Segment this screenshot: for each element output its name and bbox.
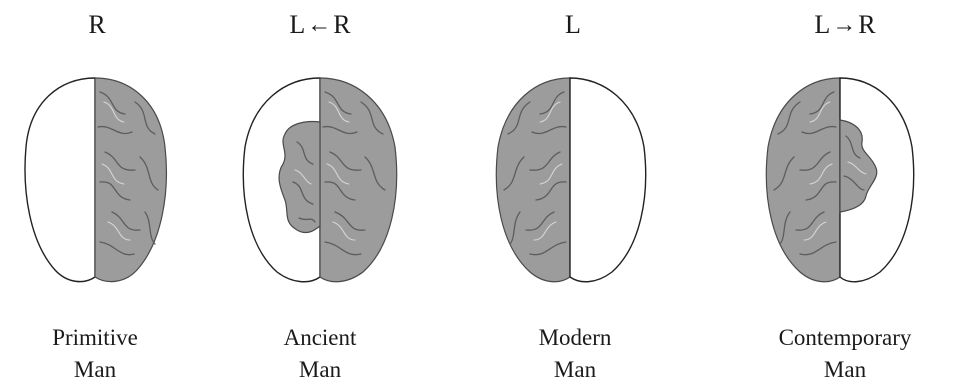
caption-line-1: Modern xyxy=(480,322,670,354)
caption-line-2: Man xyxy=(480,354,670,386)
brain-diagram-modern xyxy=(480,72,670,292)
right-hemisphere-outline xyxy=(570,78,646,282)
right-arrow-icon: → xyxy=(832,13,856,37)
brain-diagram-contemporary xyxy=(740,72,950,292)
label-right: R xyxy=(88,10,105,40)
label-left: L xyxy=(565,10,581,40)
caption-line-1: Primitive xyxy=(0,322,190,354)
left-hemisphere-cortex xyxy=(496,78,570,282)
brain-diagram-ancient xyxy=(215,72,425,292)
caption: Primitive Man xyxy=(0,322,190,386)
caption-line-2: Man xyxy=(0,354,190,386)
left-arrow-icon: ← xyxy=(307,13,331,37)
hemisphere-label: R xyxy=(0,10,190,40)
hemisphere-label: L xyxy=(480,10,670,40)
label-right: R xyxy=(858,10,875,40)
caption: Ancient Man xyxy=(215,322,425,386)
panel-ancient-man: L ← R Ancient Man xyxy=(215,0,425,388)
left-hemisphere-cortex xyxy=(766,78,840,282)
caption-line-1: Ancient xyxy=(215,322,425,354)
right-hemisphere-cortex xyxy=(95,78,166,282)
label-left: L xyxy=(814,10,830,40)
caption-line-2: Man xyxy=(740,354,950,386)
panel-modern-man: L Modern Man xyxy=(480,0,670,388)
left-hemisphere-outline xyxy=(25,78,95,282)
label-left: L xyxy=(289,10,305,40)
panel-contemporary-man: L → R Contemporary Man xyxy=(740,0,950,388)
hemisphere-label: L ← R xyxy=(215,10,425,40)
label-right: R xyxy=(333,10,350,40)
hemisphere-label: L → R xyxy=(740,10,950,40)
caption-line-1: Contemporary xyxy=(740,322,950,354)
caption-line-2: Man xyxy=(215,354,425,386)
brain-diagram-primitive xyxy=(0,72,190,292)
caption: Contemporary Man xyxy=(740,322,950,386)
caption: Modern Man xyxy=(480,322,670,386)
right-hemisphere-cortex xyxy=(320,78,397,282)
panel-primitive-man: R Primitive Man xyxy=(0,0,190,388)
